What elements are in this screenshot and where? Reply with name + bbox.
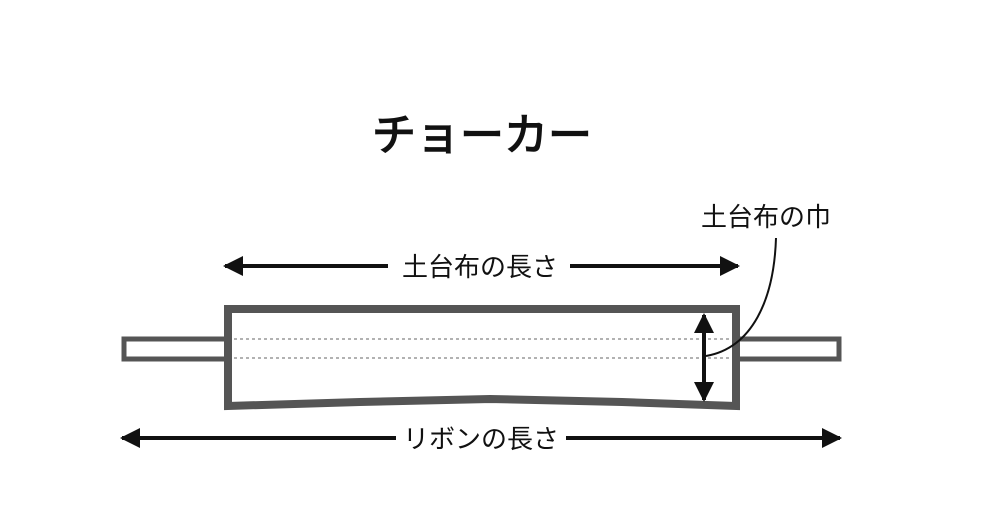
ribbon-length-label: リボンの長さ [403, 425, 559, 455]
ribbon-length-dimension: リボンの長さ [120, 425, 842, 455]
ribbon-left-end [121, 336, 230, 362]
base-fabric-length-label: 土台布の長さ [402, 253, 558, 283]
ribbon-right-end [732, 336, 842, 362]
diagram-title: チョーカー [372, 110, 592, 161]
base-fabric-width-leader-line [705, 237, 777, 357]
base-fabric-width-dimension: 土台布の巾 [694, 203, 831, 402]
base-fabric-width-label: 土台布の巾 [701, 203, 831, 233]
base-fabric-length-dimension: 土台布の長さ [223, 253, 740, 283]
